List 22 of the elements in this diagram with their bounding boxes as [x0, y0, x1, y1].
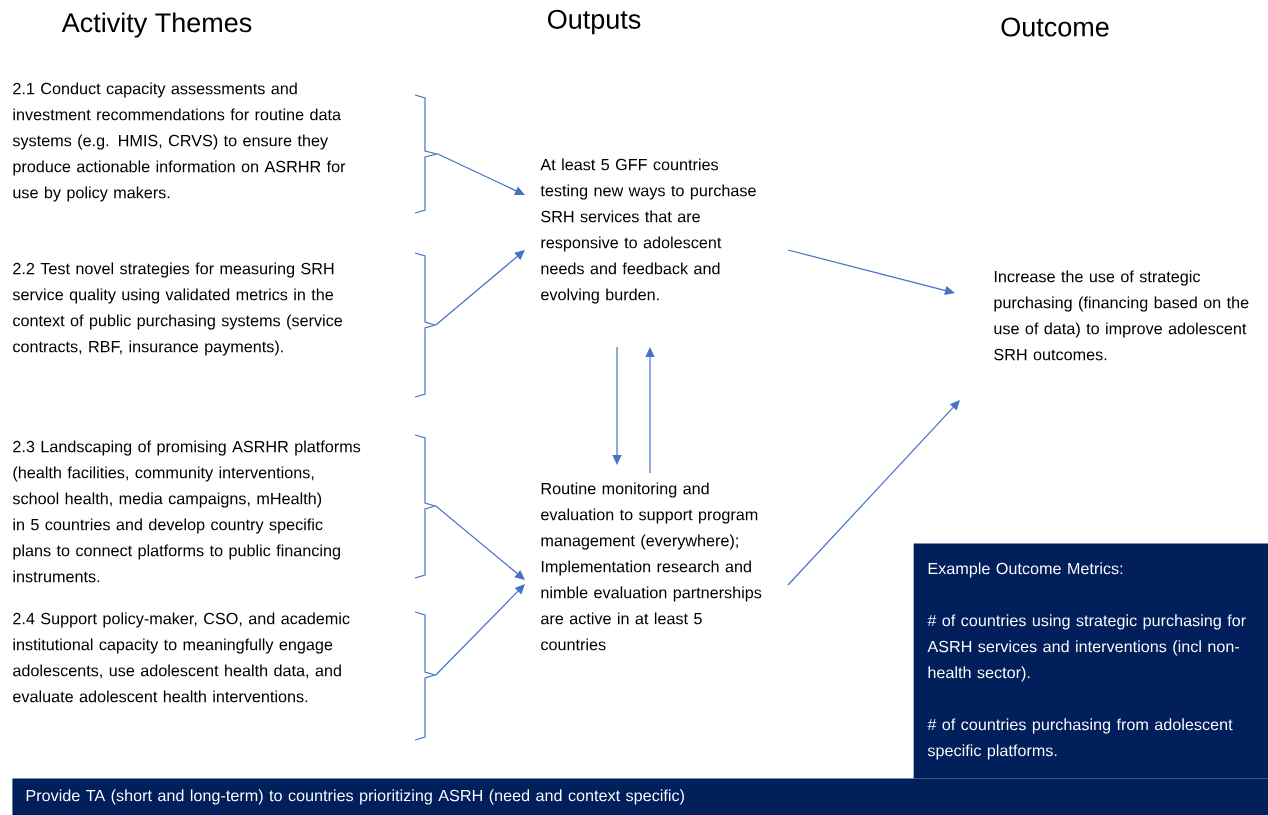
node-label: Example Outcome Metrics:: [928, 562, 1123, 578]
arrow: [787, 400, 960, 586]
metrics-box: Example Outcome Metrics: # of countries using strategic purchasing for ASRH services and interventions (incl non-health sector). # of countries purchasing from adolescent specific platforms.: [913, 543, 1268, 779]
node-label: # of countries using strategic purchasing for ASRH services and interventions (incl non-health sector).: [927, 614, 1246, 682]
arrow: [437, 153, 525, 195]
outcome-text: Increase the use of strategic purchasing (financing based on the use of data) to improve adolescent SRH outcomes.: [994, 270, 1249, 361]
node-label: # of countries purchasing from adolescent specific platforms.: [927, 718, 1233, 760]
arrow: [645, 347, 655, 474]
arrow: [612, 346, 622, 465]
activity-text: 2.4 Support policy-maker, CSO, and academic institutional capacity to meaningfully engage adolescents, use adolescent health data, and evaluate adolescent health interventions.: [13, 612, 350, 703]
banner-bar: Provide TA (short and long-term) to countries prioritizing ASRH (need and context specific): [12, 778, 1268, 815]
column-heading: Outcome: [1001, 17, 1109, 37]
activity-text: 2.3 Landscaping of promising ASRHR platforms (health facilities, community interventions, school health, media campaigns, mHealth) in 5 countries and develop country specific plans to connect platforms to public financing instruments.: [12, 440, 361, 583]
output-text: Routine monitoring and evaluation to support program management (everywhere); Implementation research and nimble evaluation partnerships are active in at least 5 countries: [541, 482, 762, 651]
arrow: [435, 250, 525, 326]
column-heading: Activity Themes: [61, 12, 252, 38]
arrow: [435, 505, 525, 580]
column-heading: Outputs: [548, 9, 641, 35]
output-text: At least 5 GFF countries testing new ways to purchase SRH services that are responsive to adolescent needs and feedback and evolving burden.: [540, 158, 756, 304]
activity-text: 2.1 Conduct capacity assessments and investment recommendations for routine data systems (e.g. HMIS, CRVS) to ensure they produce actionable information on ASRHR for use by policy makers.: [12, 82, 346, 202]
activity-text: 2.2 Test novel strategies for measuring SRH service quality using validated metrics in the context of public purchasing systems (service contracts, RBF, insurance payments).: [12, 262, 343, 356]
arrow: [435, 584, 525, 676]
